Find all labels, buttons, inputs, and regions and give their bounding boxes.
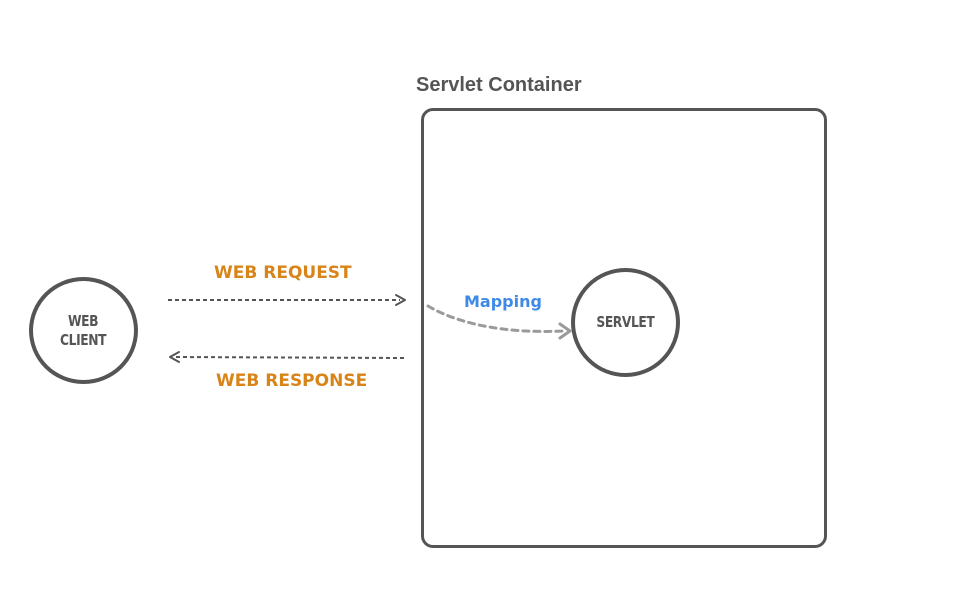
web-request-label: WEB REQUEST — [214, 263, 352, 283]
servlet-node: SERVLET — [571, 268, 680, 377]
mapping-label: Mapping — [464, 292, 542, 311]
web-request-arrow — [168, 294, 406, 306]
servlet-container-title: Servlet Container — [416, 74, 582, 96]
web-client-node: WEB CLIENT — [29, 277, 138, 384]
servlet-label: SERVLET — [596, 313, 655, 331]
servlet-container-box — [421, 108, 827, 548]
web-response-label: WEB RESPONSE — [216, 371, 368, 391]
mapping-arrow — [426, 304, 572, 340]
web-response-arrow — [169, 351, 405, 363]
web-client-label: WEB CLIENT — [60, 311, 107, 349]
